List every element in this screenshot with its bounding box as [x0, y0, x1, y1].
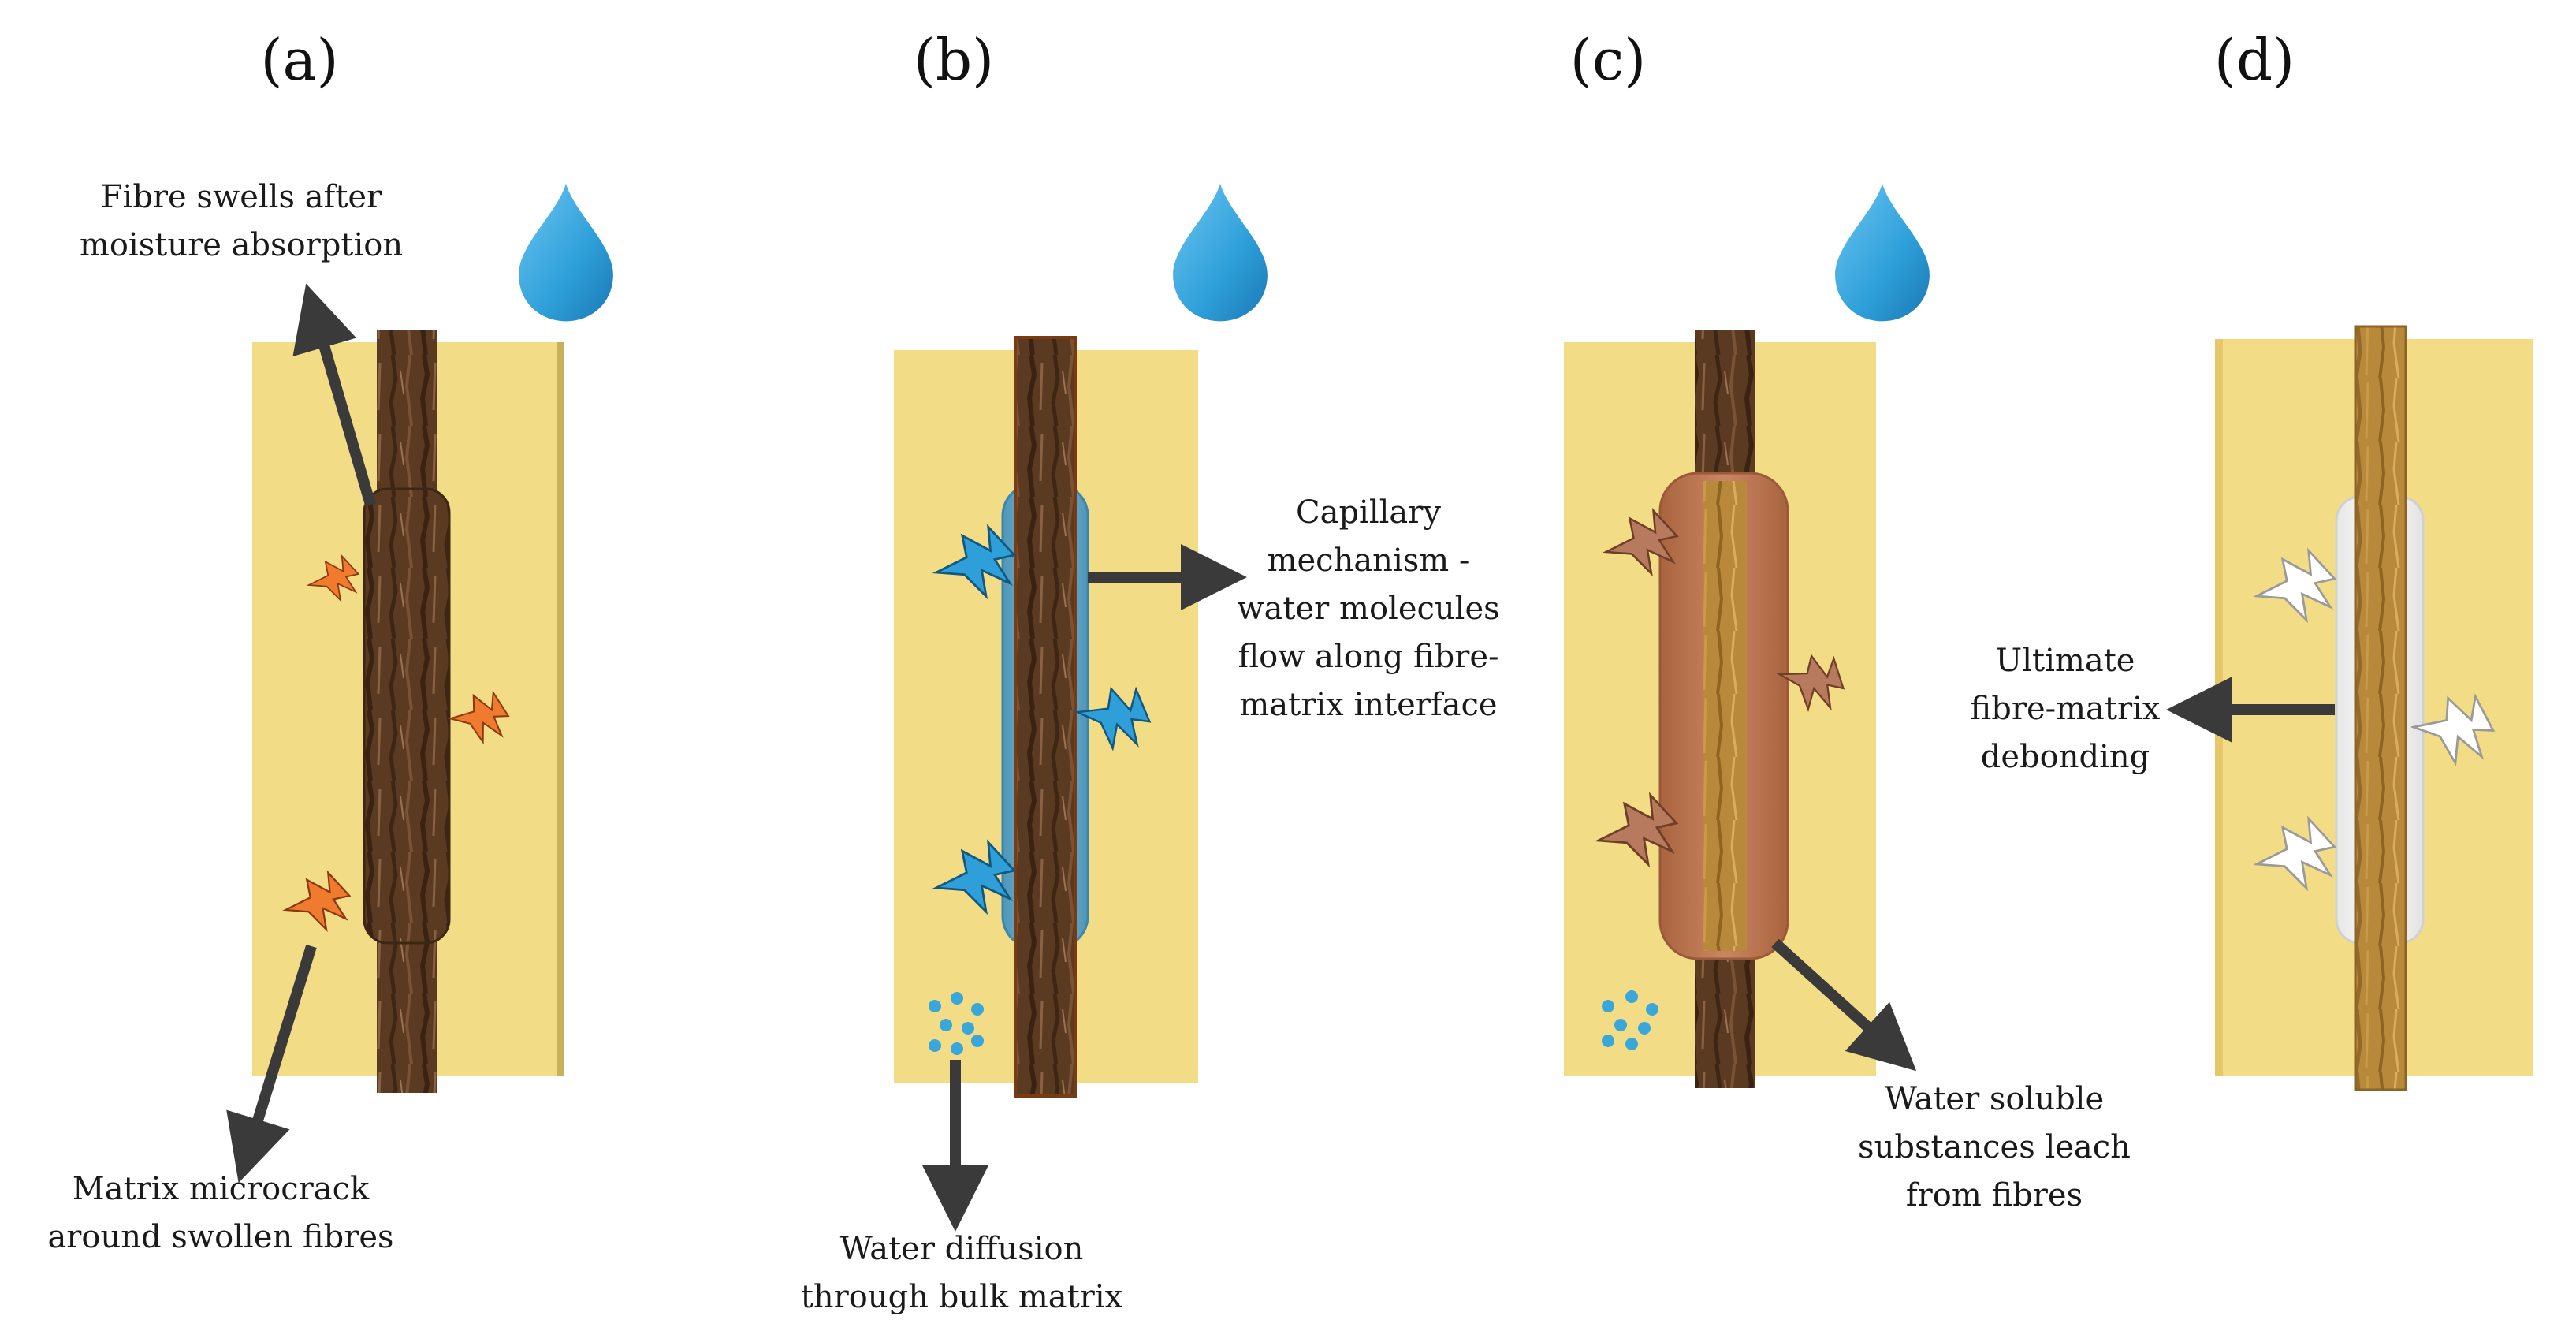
water-drop-icon [1835, 183, 1930, 322]
water-dots-icon [929, 992, 984, 1055]
leached-fibre-core [1703, 481, 1747, 951]
arrow-fibre-swell [292, 283, 376, 506]
panel-d [2166, 325, 2533, 1091]
panel-a [226, 183, 613, 1184]
caption-water-diffusion: Water diffusion through bulk matrix [800, 1231, 1123, 1315]
caption-water-soluble: Water soluble substances leach from fibr… [1858, 1081, 2131, 1214]
fibre [1015, 337, 1075, 1096]
caption-fibre-swells: Fibre swells after moisture absorption [79, 179, 404, 263]
arrow-microcrack [226, 944, 317, 1184]
panel-label-b: (b) [913, 27, 995, 93]
water-drop-icon [519, 183, 613, 322]
swollen-fibre-region [363, 487, 451, 945]
water-dots-icon [1602, 990, 1658, 1050]
panel-b [894, 183, 1268, 1232]
panel-label-c: (c) [1569, 27, 1647, 93]
caption-matrix-microcrack: Matrix microcrack around swollen fibres [47, 1171, 394, 1255]
caption-capillary: Capillary mechanism - water molecules fl… [1237, 494, 1500, 723]
panel-c [1564, 183, 1930, 1088]
panel-label-a: (a) [260, 27, 339, 93]
caption-debonding: Ultimate fibre-matrix debonding [1970, 643, 2161, 775]
arrow-leach [1771, 938, 1917, 1072]
water-drop-icon [1173, 183, 1268, 322]
fibre [2355, 326, 2406, 1090]
panel-label-d: (d) [2213, 27, 2295, 93]
